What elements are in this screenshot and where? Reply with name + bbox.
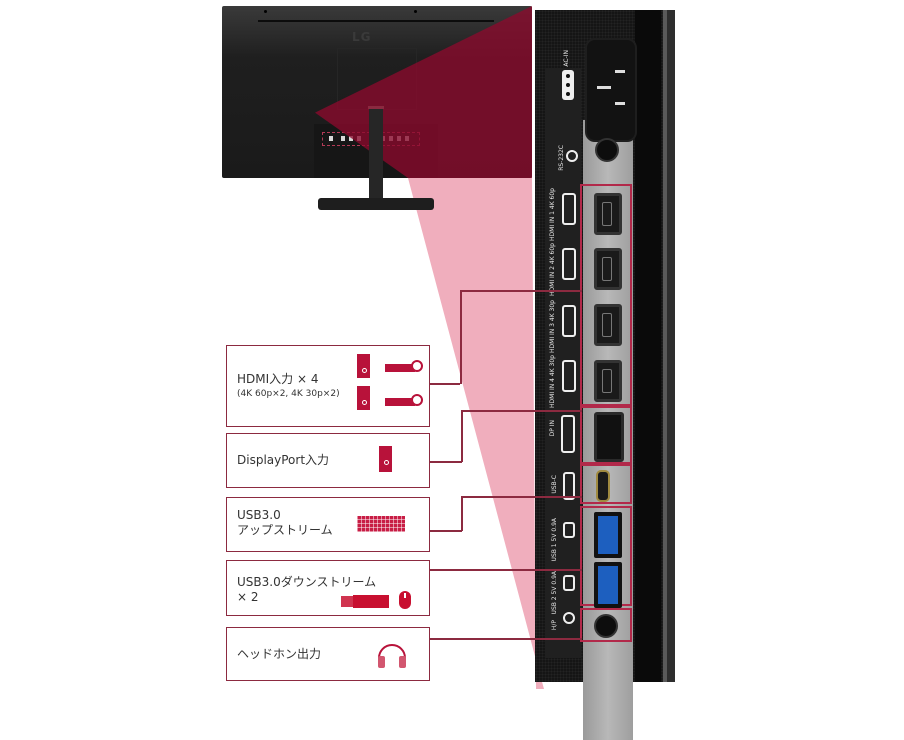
callout-headphone: ヘッドホン出力 bbox=[226, 627, 430, 681]
rs232c-port bbox=[595, 138, 619, 162]
headphone-jack bbox=[594, 614, 618, 638]
hdmi-port-1 bbox=[594, 193, 622, 235]
headphone-symbol-icon bbox=[563, 612, 575, 624]
panel-shadow bbox=[635, 10, 661, 682]
connector-line-hdmi bbox=[430, 383, 460, 385]
callout-title: ヘッドホン出力 bbox=[237, 647, 322, 661]
usbc-highlight-frame bbox=[580, 464, 632, 504]
connector-line-usb-down bbox=[430, 569, 582, 571]
callout-title: DisplayPort入力 bbox=[237, 453, 330, 467]
hdmi-symbol-icon bbox=[562, 360, 576, 392]
usb-symbol-icon bbox=[563, 575, 575, 591]
hdmi1-label: HDMI IN 1 4K 60p bbox=[549, 188, 556, 241]
connector-line-usb-up bbox=[461, 496, 582, 498]
usbc-symbol-icon bbox=[563, 472, 575, 500]
connector-line-dp bbox=[430, 461, 462, 463]
callout-usb-upstream: USB3.0 アップストリーム bbox=[226, 497, 430, 552]
game-console-icon bbox=[385, 394, 423, 406]
connector-line-headphone bbox=[430, 638, 582, 640]
dp-symbol-icon bbox=[561, 415, 575, 453]
mouse-icon bbox=[399, 591, 411, 609]
hdmi3-label: HDMI IN 3 4K 30p bbox=[549, 300, 556, 353]
hdmi-symbol-icon bbox=[562, 193, 576, 225]
usb-stick-icon bbox=[341, 595, 389, 608]
dp-label: DP IN bbox=[549, 420, 556, 437]
hdmi-port-4 bbox=[594, 360, 622, 402]
usbc-label: USB-C bbox=[551, 475, 558, 494]
mount-hole bbox=[264, 10, 267, 13]
rs232c-symbol-icon bbox=[566, 150, 578, 162]
ac-in-label-icon bbox=[562, 70, 574, 100]
connector-line-hdmi bbox=[460, 290, 462, 384]
hdmi2-label: HDMI IN 2 4K 60p bbox=[549, 243, 556, 296]
callout-displayport: DisplayPort入力 bbox=[226, 433, 430, 488]
hdmi-port-3 bbox=[594, 304, 622, 346]
monitor-top-slot bbox=[258, 20, 494, 22]
pc-tower-icon bbox=[379, 446, 392, 472]
hdmi4-label: HDMI IN 4 4K 30p bbox=[549, 355, 556, 408]
stand-base bbox=[318, 198, 434, 210]
panel-bezel bbox=[667, 10, 675, 682]
usb-a-port-1 bbox=[594, 512, 622, 558]
vesa-plate bbox=[337, 48, 417, 110]
ac-power-inlet bbox=[585, 38, 637, 142]
callout-title: USB3.0ダウンストリーム × 2 bbox=[237, 575, 377, 604]
headphones-icon bbox=[378, 644, 406, 668]
callout-hdmi: HDMI入力 × 4 (4K 60p×2, 4K 30p×2) bbox=[226, 345, 430, 427]
usb1-label: USB 1 5V 0.9A bbox=[551, 518, 558, 562]
hdmi-port-2 bbox=[594, 248, 622, 290]
hp-label: H/P bbox=[551, 620, 558, 631]
brand-logo: LG bbox=[352, 30, 372, 44]
callout-subtitle: (4K 60p×2, 4K 30p×2) bbox=[237, 389, 340, 399]
callout-title: USB3.0 アップストリーム bbox=[237, 508, 333, 537]
dp-highlight-frame bbox=[580, 406, 632, 464]
hdmi-symbol-icon bbox=[562, 305, 576, 337]
connector-line-dp bbox=[461, 410, 582, 412]
connector-line-usb-up bbox=[430, 530, 462, 532]
displayport-port bbox=[594, 412, 624, 462]
connector-line-dp bbox=[461, 410, 463, 462]
connector-line-hdmi bbox=[460, 290, 582, 292]
stand-neck-accent bbox=[368, 106, 384, 109]
connector-line-usb-up bbox=[461, 496, 463, 531]
usb-a-port-2 bbox=[594, 562, 622, 608]
ac-in-label: AC-IN bbox=[563, 50, 570, 67]
usb2-label: USB 2 5V 0.9A bbox=[551, 571, 558, 615]
hdmi-symbol-icon bbox=[562, 248, 576, 280]
pc-tower-icon bbox=[357, 386, 370, 410]
panel-edge bbox=[663, 10, 667, 682]
mount-hole bbox=[414, 10, 417, 13]
usb-symbol-icon bbox=[563, 522, 575, 538]
headphone-highlight-frame bbox=[580, 608, 632, 642]
rs232c-label: RS-232C bbox=[558, 145, 565, 171]
game-console-icon bbox=[385, 360, 423, 372]
pc-tower-icon bbox=[357, 354, 370, 378]
callout-usb-downstream: USB3.0ダウンストリーム × 2 bbox=[226, 560, 430, 616]
callout-title: HDMI入力 × 4 bbox=[237, 372, 319, 386]
hdmi-highlight-frame bbox=[580, 184, 632, 406]
keyboard-icon bbox=[357, 516, 405, 532]
usb-c-upstream-port bbox=[596, 470, 610, 502]
stand-neck bbox=[369, 106, 383, 204]
